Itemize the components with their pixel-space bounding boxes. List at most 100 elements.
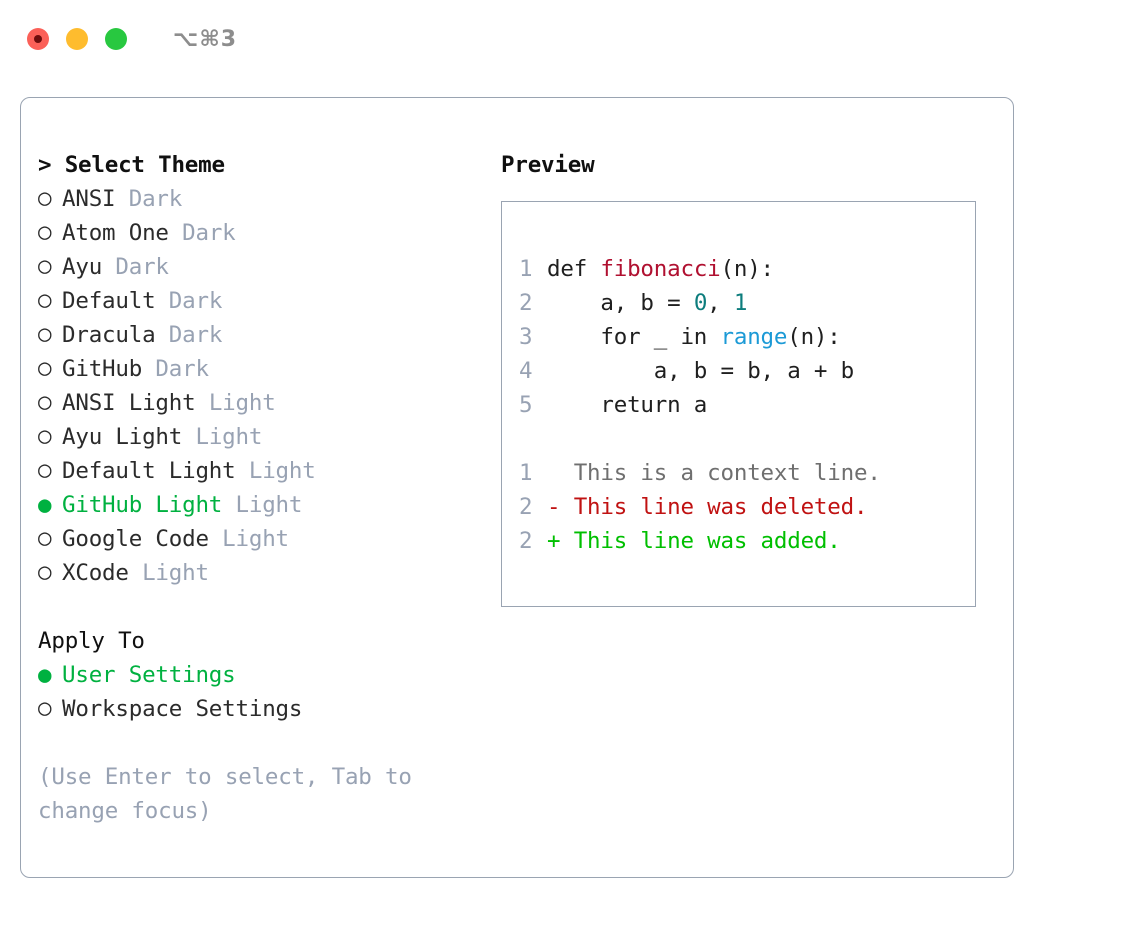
diff-text: This is a context line. bbox=[560, 460, 881, 486]
radio-empty-icon: ○ bbox=[38, 185, 52, 211]
theme-list: ○ANSI Dark○Atom One Dark○Ayu Dark○Defaul… bbox=[38, 182, 478, 590]
code-token-plain: (n): bbox=[720, 256, 775, 282]
main-panel: > Select Theme ○ANSI Dark○Atom One Dark○… bbox=[20, 97, 1014, 878]
theme-item-variant: Light bbox=[182, 424, 263, 450]
theme-item-variant: Dark bbox=[155, 288, 223, 314]
diff-sign: - bbox=[547, 494, 561, 520]
theme-list-header: > Select Theme bbox=[38, 152, 225, 178]
theme-item-variant: Light bbox=[208, 526, 289, 552]
code-line-number: 1 bbox=[519, 256, 533, 282]
diff-sign: + bbox=[547, 528, 561, 554]
theme-item-label: ANSI bbox=[62, 186, 116, 212]
code-token-plain: a, b = bbox=[547, 290, 694, 316]
title-bar: ⌥⌘3 bbox=[0, 0, 1140, 78]
apply-to-list: ●User Settings ○ Workspace Settings bbox=[38, 658, 478, 726]
radio-empty-icon: ○ bbox=[38, 219, 52, 245]
diff-line-deleted: 2- This line was deleted. bbox=[519, 490, 969, 524]
code-line-number: 2 bbox=[519, 290, 533, 316]
theme-item-label: XCode bbox=[62, 560, 129, 586]
code-token-num: 0 bbox=[693, 290, 708, 316]
theme-item-ansi-light[interactable]: ○ ANSI Light Light bbox=[38, 386, 478, 420]
theme-item-label: ANSI Light bbox=[62, 390, 196, 416]
theme-item-ayu[interactable]: ○Ayu Dark bbox=[38, 250, 478, 284]
theme-item-default-light[interactable]: ○ Default Light Light bbox=[38, 454, 478, 488]
code-token-plain: a, b = b, a + b bbox=[547, 358, 854, 384]
traffic-lights bbox=[27, 28, 127, 50]
code-line: 5 return a bbox=[519, 388, 969, 422]
code-token-builtin: range bbox=[720, 324, 788, 350]
radio-empty-icon: ○ bbox=[38, 389, 52, 415]
radio-empty-icon: ○ bbox=[38, 287, 52, 313]
theme-item-variant: Light bbox=[235, 458, 316, 484]
diff-text: This line was added. bbox=[560, 528, 841, 554]
theme-item-label: GitHub bbox=[62, 356, 143, 382]
theme-item-variant: Dark bbox=[168, 220, 236, 246]
theme-item-variant: Light bbox=[128, 560, 209, 586]
preview-title: Preview bbox=[501, 152, 595, 178]
code-token-plain: (n): bbox=[787, 324, 841, 350]
code-line: 2 a, b = 0, 1 bbox=[519, 286, 969, 320]
apply-to-option-workspace-settings[interactable]: ○ Workspace Settings bbox=[38, 692, 478, 726]
radio-empty-icon: ○ bbox=[38, 423, 52, 449]
code-token-plain: return a bbox=[547, 392, 708, 418]
theme-item-github[interactable]: ○ GitHub Dark bbox=[38, 352, 478, 386]
theme-item-label: GitHub Light bbox=[62, 492, 223, 518]
code-token-plain: , bbox=[707, 290, 734, 316]
keyboard-hint-text: (Use Enter to select, Tab to change focu… bbox=[38, 764, 412, 824]
apply-to-header: Apply To bbox=[38, 628, 145, 654]
keyboard-shortcut-label: ⌥⌘3 bbox=[173, 26, 238, 52]
code-line: 1 def fibonacci(n): bbox=[519, 252, 969, 286]
apply-to-option-user-settings[interactable]: ●User Settings bbox=[38, 658, 478, 692]
maximize-dot[interactable] bbox=[105, 28, 127, 50]
diff-block: 1 This is a context line.2- This line wa… bbox=[519, 456, 969, 558]
theme-item-variant: Dark bbox=[155, 322, 223, 348]
theme-item-atom-one[interactable]: ○Atom One Dark bbox=[38, 216, 478, 250]
diff-sign bbox=[547, 460, 560, 486]
diff-line-number: 2 bbox=[519, 528, 533, 554]
code-line-number: 4 bbox=[519, 358, 533, 384]
theme-item-default[interactable]: ○Default Dark bbox=[38, 284, 478, 318]
close-dot[interactable] bbox=[27, 28, 49, 50]
theme-item-variant: Light bbox=[195, 390, 276, 416]
code-token-num: 1 bbox=[733, 290, 748, 316]
radio-empty-icon: ○ bbox=[38, 321, 52, 347]
theme-item-label: Ayu bbox=[62, 254, 103, 280]
theme-item-variant: Dark bbox=[102, 254, 169, 280]
diff-line-number: 2 bbox=[519, 494, 533, 520]
theme-item-label: Default Light bbox=[62, 458, 236, 484]
code-line-number: 3 bbox=[519, 324, 533, 350]
theme-item-label: Ayu Light bbox=[62, 424, 183, 450]
radio-empty-icon: ○ bbox=[38, 695, 52, 721]
code-token-func: fibonacci bbox=[600, 256, 721, 282]
radio-selected-icon: ● bbox=[38, 492, 52, 518]
theme-item-xcode[interactable]: ○XCode Light bbox=[38, 556, 478, 590]
theme-item-ansi[interactable]: ○ ANSI Dark bbox=[38, 182, 478, 216]
theme-item-google-code[interactable]: ○ Google Code Light bbox=[38, 522, 478, 556]
theme-item-label: Dracula bbox=[62, 322, 156, 348]
diff-line-number: 1 bbox=[519, 460, 533, 486]
theme-item-github-light[interactable]: ● GitHub Light Light bbox=[38, 488, 478, 522]
diff-line-added: 2 + This line was added. bbox=[519, 524, 969, 558]
radio-selected-icon: ● bbox=[38, 662, 52, 688]
radio-empty-icon: ○ bbox=[38, 457, 52, 483]
theme-item-variant: Dark bbox=[115, 186, 183, 212]
minimize-dot[interactable] bbox=[66, 28, 88, 50]
theme-item-variant: Light bbox=[222, 492, 303, 518]
theme-item-dracula[interactable]: ○ Dracula Dark bbox=[38, 318, 478, 352]
theme-item-label: Google Code bbox=[62, 526, 209, 552]
theme-item-variant: Dark bbox=[142, 356, 209, 382]
code-token-plain: def bbox=[547, 256, 601, 282]
apply-to-option-label: Workspace Settings bbox=[62, 696, 303, 722]
code-line: 4 a, b = b, a + b bbox=[519, 354, 969, 388]
theme-item-ayu-light[interactable]: ○ Ayu Light Light bbox=[38, 420, 478, 454]
code-line: 3 for _ in range(n): bbox=[519, 320, 969, 354]
radio-empty-icon: ○ bbox=[38, 525, 52, 551]
radio-empty-icon: ○ bbox=[38, 355, 52, 381]
theme-picker-column: > Select Theme ○ANSI Dark○Atom One Dark○… bbox=[38, 148, 478, 828]
diff-line-context: 1 This is a context line. bbox=[519, 456, 969, 490]
